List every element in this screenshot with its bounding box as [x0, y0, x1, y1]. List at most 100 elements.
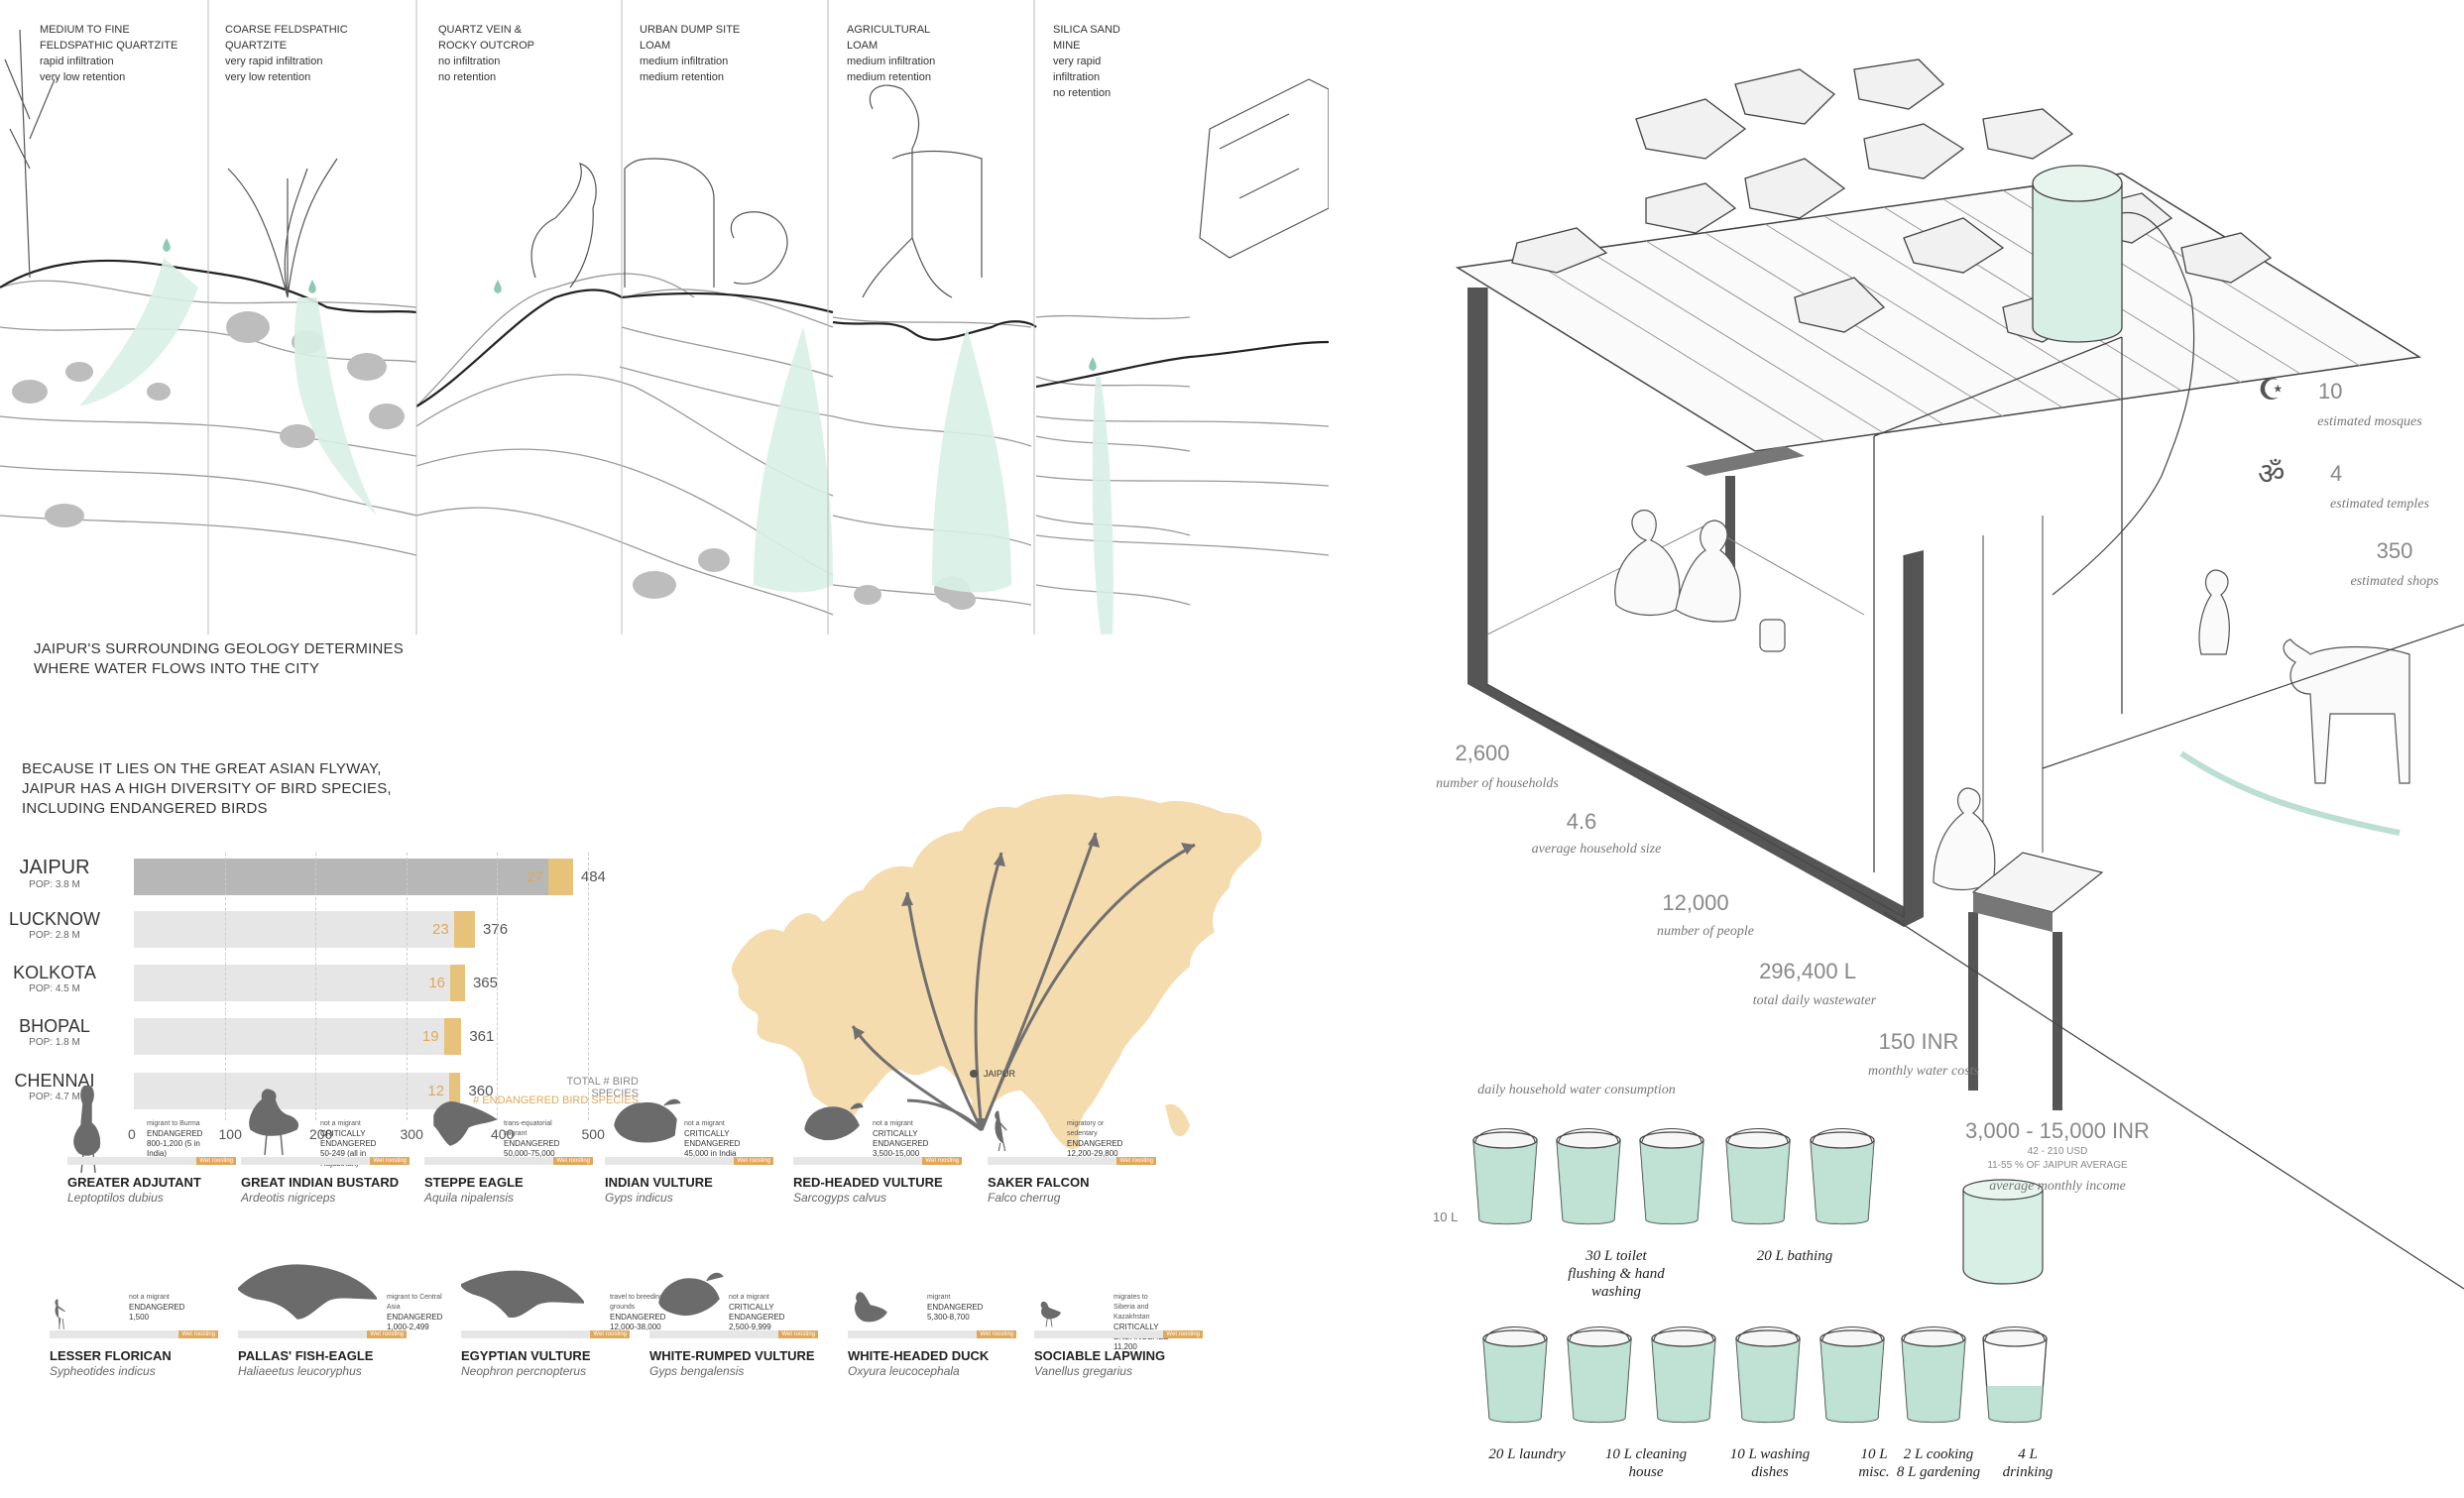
geo-col-retention: very low retention: [225, 71, 311, 83]
water-bucket: [1819, 1325, 1885, 1424]
legend-total: TOTAL # BIRD SPECIES: [566, 1076, 639, 1099]
bird-name: RED-HEADED VULTURE: [793, 1175, 943, 1190]
water-bucket: [1725, 1127, 1791, 1225]
households-count: 2,600: [1455, 741, 1510, 765]
conservation-status: ENDANGERED: [1067, 1139, 1123, 1148]
bar-endangered-species: [443, 1018, 462, 1055]
geo-col-retention: medium retention: [847, 71, 931, 83]
bird-name: PALLAS' FISH-EAGLE: [238, 1348, 374, 1363]
roosting-bar: Wet roosting: [1034, 1330, 1203, 1338]
migration-info: not a migrant: [873, 1120, 913, 1127]
water-bucket: [1472, 1127, 1538, 1225]
gridline: [315, 853, 316, 1120]
x-tick-label: 500: [581, 1126, 605, 1142]
geo-col-2: COARSE FELDSPATHIC QUARTZITE very rapid …: [225, 22, 384, 85]
migration-info: trans-equatorial migrant: [504, 1120, 552, 1137]
geo-col-title: COARSE FELDSPATHIC QUARTZITE: [225, 24, 348, 52]
bar-total-species: [134, 965, 451, 1001]
water-bucket: [1651, 1325, 1716, 1424]
label-line: flushing & hand: [1568, 1266, 1665, 1282]
bird-latin-name: Gyps indicus: [605, 1191, 673, 1205]
population: 45,000 in India: [684, 1149, 737, 1158]
x-tick-label: 100: [218, 1126, 242, 1142]
migration-info: migratory or sedentary: [1067, 1120, 1105, 1137]
temples-count: 4: [2330, 461, 2343, 486]
income-label: average monthly income: [1989, 1179, 2126, 1194]
roosting-bar: Wet roosting: [605, 1157, 773, 1165]
migration-info: not a migrant: [320, 1120, 361, 1127]
bar-endangered-species: [548, 859, 573, 895]
roosting-bar: Wet roosting: [793, 1157, 962, 1165]
label-line: 8 L gardening: [1896, 1464, 1981, 1480]
roosting-bar-fill: Wet roosting: [977, 1330, 1016, 1338]
label-line: 10 L cleaning: [1604, 1446, 1688, 1462]
bird-latin-name: Ardeotis nigriceps: [241, 1191, 336, 1205]
conservation-status: ENDANGERED: [504, 1139, 560, 1148]
bird-latin-name: Neophron percnopterus: [461, 1364, 587, 1378]
x-tick-label: 300: [400, 1126, 423, 1142]
total-count-label: 484: [580, 868, 606, 885]
geo-col-title: QUARTZ VEIN & ROCKY OUTCROP: [438, 24, 534, 52]
roosting-bar: Wet roosting: [238, 1330, 407, 1338]
roosting-bar: Wet roosting: [67, 1157, 236, 1165]
city-name: CHENNAI: [14, 1071, 95, 1091]
bird-latin-name: Haliaeetus leucoryphus: [238, 1364, 362, 1378]
label-line: house: [1628, 1464, 1664, 1480]
toilet-water-label: 30 L toilet flushing & hand washing: [1542, 1247, 1691, 1301]
conservation-status: ENDANGERED: [129, 1303, 185, 1312]
population: 12,000-38,000: [610, 1323, 661, 1331]
people-count: 12,000: [1662, 890, 1729, 915]
population: 12,200-29,800: [1067, 1149, 1118, 1158]
geo-col-infiltration: no infiltration: [438, 56, 501, 67]
water-cost-label: monthly water costs: [1868, 1064, 1979, 1079]
conservation-status: ENDANGERED: [147, 1129, 203, 1138]
label-line: 10 L washing: [1729, 1446, 1811, 1462]
population: 2,500-9,999: [729, 1323, 771, 1331]
roosting-bar: Wet roosting: [649, 1330, 818, 1338]
geo-col-retention: no retention: [438, 71, 497, 83]
label-line: drinking: [2002, 1464, 2053, 1480]
bird-name: GREATER ADJUTANT: [67, 1175, 201, 1190]
label-line: 30 L toilet: [1585, 1248, 1647, 1264]
flyway-arrows: [851, 832, 1196, 1132]
caption-line: JAIPUR'S SURROUNDING GEOLOGY DETERMINES: [34, 640, 404, 657]
total-count-label: 360: [468, 1083, 494, 1099]
bar-total-species: [134, 911, 454, 948]
bird-latin-name: Gyps bengalensis: [649, 1364, 745, 1378]
bird-silhouette-icon: [461, 1270, 584, 1319]
population: 800-1,200 (5 in India): [147, 1139, 200, 1158]
city-name: KOLKOTA: [13, 963, 96, 982]
water-bucket: [1556, 1127, 1621, 1225]
gridline: [587, 853, 589, 1120]
house-cross-section: ☪ ॐ: [1455, 58, 2464, 1290]
geo-col-infiltration: very rapid infiltration: [1053, 56, 1102, 83]
bathing-water-label: 20 L bathing: [1756, 1248, 1833, 1264]
conservation-status: CRITICALLY ENDANGERED: [320, 1129, 377, 1148]
geo-col-1: MEDIUM TO FINE FELDSPATHIC QUARTZITE rap…: [40, 22, 198, 85]
geo-col-retention: medium retention: [640, 71, 724, 83]
migration-info: migrant to Burma: [147, 1120, 200, 1127]
city-name: JAIPUR: [19, 857, 90, 878]
bird-name: WHITE-HEADED DUCK: [848, 1348, 990, 1363]
geo-col-title: URBAN DUMP SITE LOAM: [640, 24, 741, 52]
roosting-bar: Wet roosting: [988, 1157, 1156, 1165]
roosting-bar: Wet roosting: [848, 1330, 1016, 1338]
endangered-count-label: 19: [421, 1028, 439, 1045]
temples-label: estimated temples: [2330, 497, 2429, 512]
legend-endangered: # ENDANGERED BIRD SPECIES: [473, 1095, 639, 1106]
bird-latin-name: Oxyura leucocephala: [848, 1364, 960, 1378]
label-line: washing: [1590, 1284, 1641, 1300]
income-range: 3,000 - 15,000 INR: [1965, 1118, 2150, 1143]
population: 3,500-15,000: [873, 1149, 920, 1158]
people: [1614, 510, 2230, 891]
